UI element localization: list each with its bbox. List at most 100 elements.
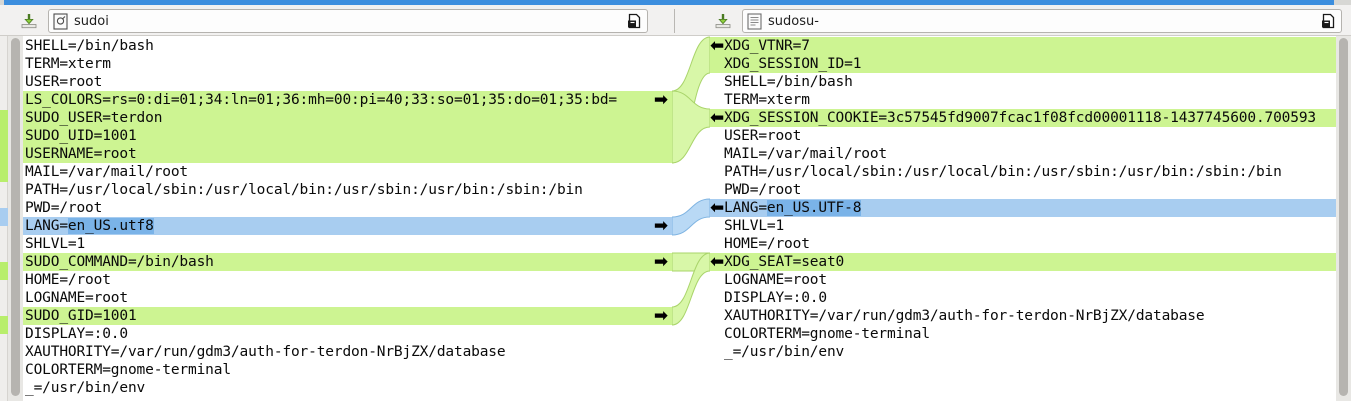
diff-line[interactable]: XDG_VTNR=7⬅ <box>710 37 1336 55</box>
toolbar-left-file-chooser: sudoi <box>0 5 670 36</box>
diff-inline-change: en_US.UTF-8 <box>766 200 862 216</box>
diff-line[interactable]: LANG=en_US.UTF-8⬅ <box>710 199 1336 217</box>
diff-line[interactable]: SUDO_UID=1001 <box>23 127 672 145</box>
diff-line[interactable]: XDG_SEAT=seat0⬅ <box>710 253 1336 271</box>
diff-line[interactable]: XAUTHORITY=/var/run/gdm3/auth-for-terdon… <box>710 307 1336 325</box>
diff-line[interactable]: COLORTERM=gnome-terminal <box>23 361 672 379</box>
diff-line[interactable]: USER=root <box>23 73 672 91</box>
arrow-left-icon[interactable]: ⬅ <box>710 36 725 56</box>
progress-fill <box>4 0 1334 5</box>
diff-line-text: SUDO_USER=terdon <box>25 110 163 126</box>
diff-line[interactable]: SHLVL=1 <box>710 217 1336 235</box>
diff-line[interactable]: MAIL=/var/mail/root <box>23 163 672 181</box>
diff-line[interactable]: PWD=/root <box>710 181 1336 199</box>
right-file-path-field[interactable]: sudosu- <box>742 9 1342 33</box>
diff-line-text: LS_COLORS=rs=0:di=01;34:ln=01;36:mh=00:p… <box>25 92 618 108</box>
minimap-change-mark[interactable] <box>0 262 8 280</box>
arrow-right-icon[interactable]: ➡ <box>653 90 668 110</box>
diff-line[interactable]: SHLVL=1 <box>23 235 672 253</box>
diff-line-text: COLORTERM=gnome-terminal <box>724 326 930 342</box>
diff-line-text: PWD=/root <box>25 200 103 216</box>
diff-line[interactable]: SUDO_GID=1001 ➡ <box>23 307 672 325</box>
diff-line[interactable]: MAIL=/var/mail/root <box>710 145 1336 163</box>
diff-line[interactable]: TERM=xterm <box>23 55 672 73</box>
minimap-change-mark[interactable] <box>0 208 8 226</box>
diff-line-text: SUDO_UID=1001 <box>25 128 137 144</box>
minimap-change-mark[interactable] <box>0 110 8 182</box>
diff-line[interactable]: LOGNAME=root <box>710 271 1336 289</box>
open-file-icon[interactable] <box>1319 12 1338 31</box>
diff-line-text: SUDO_COMMAND=/bin/bash <box>25 254 214 270</box>
diff-line-text: USERNAME=root <box>25 146 137 162</box>
diff-connector-ribbon <box>671 252 711 272</box>
diff-line[interactable]: _=/usr/bin/env <box>23 379 672 397</box>
arrow-right-icon[interactable]: ➡ <box>653 306 668 326</box>
diff-line[interactable]: LOGNAME=root <box>23 289 672 307</box>
left-overview-minimap[interactable] <box>0 36 8 401</box>
left-scrollbar-thumb[interactable] <box>11 38 20 396</box>
toolbar-divider <box>674 9 675 33</box>
diff-inline-change: en_US.utf8 <box>67 218 154 234</box>
diff-line[interactable]: SUDO_COMMAND=/bin/bash ➡ <box>23 253 672 271</box>
diff-line-text: XDG_SEAT=seat0 <box>724 254 845 270</box>
diff-line-text: SHELL=/bin/bash <box>724 74 853 90</box>
diff-line[interactable]: SUDO_USER=terdon <box>23 109 672 127</box>
diff-line-text: LOGNAME=root <box>25 290 128 306</box>
open-file-icon[interactable] <box>625 12 644 31</box>
left-vertical-scrollbar[interactable] <box>8 36 23 401</box>
left-file-path-field[interactable]: sudoi <box>48 9 648 33</box>
diff-line-text: DISPLAY=:0.0 <box>724 290 827 306</box>
diff-line-text: SHELL=/bin/bash <box>25 38 154 54</box>
diff-line[interactable]: XDG_SESSION_ID=1 <box>710 55 1336 73</box>
diff-line[interactable]: SHELL=/bin/bash <box>710 73 1336 91</box>
diff-line[interactable]: SHELL=/bin/bash <box>23 37 672 55</box>
diff-connector-ribbon <box>671 36 711 164</box>
diff-line[interactable]: PATH=/usr/local/sbin:/usr/local/bin:/usr… <box>710 163 1336 181</box>
diff-line[interactable]: _=/usr/bin/env <box>710 343 1336 361</box>
diff-line[interactable]: DISPLAY=:0.0 <box>710 289 1336 307</box>
minimap-change-mark[interactable] <box>0 316 8 334</box>
diff-line[interactable]: TERM=xterm <box>710 91 1336 109</box>
diff-line-text: LANG=en_US.UTF-8 <box>724 200 862 216</box>
diff-line[interactable]: DISPLAY=:0.0 <box>23 325 672 343</box>
diff-line[interactable]: USERNAME=root <box>23 145 672 163</box>
diff-line-text: USER=root <box>25 74 103 90</box>
diff-connector-ribbon <box>671 252 711 326</box>
diff-line-text: SHLVL=1 <box>724 218 785 234</box>
diff-line[interactable]: COLORTERM=gnome-terminal <box>710 325 1336 343</box>
left-filename: sudoi <box>74 13 109 29</box>
diff-line[interactable]: LANG=en_US.utf8➡ <box>23 217 672 235</box>
diff-line[interactable]: XDG_SESSION_COOKIE=3c57545fd9007fcac1f08… <box>710 109 1336 127</box>
diff-line[interactable]: HOME=/root <box>23 271 672 289</box>
diff-line-text: XDG_VTNR=7 <box>724 38 810 54</box>
import-arrow-icon[interactable] <box>16 10 42 32</box>
right-vertical-scrollbar[interactable] <box>1336 36 1351 401</box>
diff-line-text: LOGNAME=root <box>724 272 827 288</box>
diff-line[interactable]: USER=root <box>710 127 1336 145</box>
diff-line-text: DISPLAY=:0.0 <box>25 326 128 342</box>
diff-line[interactable]: PWD=/root <box>23 199 672 217</box>
diff-line-text: XDG_SESSION_ID=1 <box>724 56 862 72</box>
arrow-left-icon[interactable]: ⬅ <box>710 198 725 218</box>
arrow-left-icon[interactable]: ⬅ <box>710 252 725 272</box>
diff-line[interactable]: HOME=/root <box>710 235 1336 253</box>
arrow-right-icon[interactable]: ➡ <box>653 216 668 236</box>
diff-line-text: _=/usr/bin/env <box>724 344 845 360</box>
diff-line-text: MAIL=/var/mail/root <box>724 146 888 162</box>
diff-line[interactable]: XAUTHORITY=/var/run/gdm3/auth-for-terdon… <box>23 343 672 361</box>
toolbar: sudoi <box>0 5 1351 36</box>
right-scrollbar-thumb[interactable] <box>1339 38 1348 396</box>
diff-line-text: _=/usr/bin/env <box>25 380 146 396</box>
diff-line-text: USER=root <box>724 128 802 144</box>
arrow-left-icon[interactable]: ⬅ <box>710 108 725 128</box>
toolbar-right-file-chooser: sudosu- <box>670 5 1351 36</box>
import-arrow-icon[interactable] <box>710 10 736 32</box>
diff-line-text: SUDO_GID=1001 <box>25 308 137 324</box>
diff-line-text: MAIL=/var/mail/root <box>25 164 189 180</box>
diff-connector-ribbon <box>671 198 711 236</box>
arrow-right-icon[interactable]: ➡ <box>653 252 668 272</box>
diff-line[interactable]: LS_COLORS=rs=0:di=01;34:ln=01;36:mh=00:p… <box>23 91 672 109</box>
diff-line[interactable]: PATH=/usr/local/sbin:/usr/local/bin:/usr… <box>23 181 672 199</box>
